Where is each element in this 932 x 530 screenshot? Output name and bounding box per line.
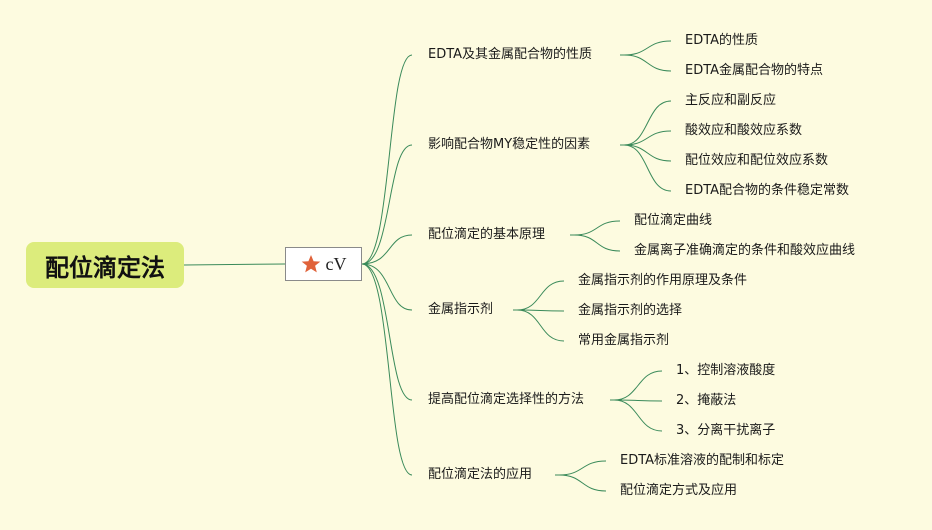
- child-connector: [623, 100, 672, 146]
- branch-node[interactable]: 提高配位滴定选择性的方法: [428, 392, 585, 407]
- branch-node[interactable]: 金属指示剂: [428, 302, 494, 317]
- child-connector: [613, 399, 663, 402]
- branch-connector: [361, 54, 413, 265]
- child-node[interactable]: 常用金属指示剂: [578, 333, 670, 348]
- root-hub-connector: [183, 263, 286, 266]
- child-connector: [516, 309, 565, 342]
- child-node[interactable]: 3、分离干扰离子: [676, 423, 776, 438]
- child-node[interactable]: 配位滴定曲线: [634, 213, 713, 228]
- child-connector: [623, 54, 672, 72]
- child-connector: [516, 280, 565, 311]
- hub-node[interactable]: cV: [285, 247, 362, 281]
- child-connector: [623, 40, 672, 56]
- child-connector: [573, 220, 621, 236]
- child-connector: [516, 309, 565, 312]
- branch-connector: [361, 144, 413, 265]
- hub-label: cV: [325, 253, 347, 274]
- child-connector: [558, 474, 607, 492]
- star-icon: [301, 255, 320, 273]
- branch-connector: [361, 234, 413, 265]
- branch-node[interactable]: 配位滴定的基本原理: [428, 227, 546, 242]
- child-node[interactable]: 酸效应和酸效应系数: [685, 123, 803, 138]
- child-node[interactable]: EDTA的性质: [685, 33, 759, 48]
- child-connector: [623, 144, 672, 192]
- child-connector: [573, 234, 621, 252]
- child-node[interactable]: 金属指示剂的选择: [578, 303, 683, 318]
- root-node[interactable]: 配位滴定法: [26, 242, 184, 288]
- child-connector: [623, 144, 672, 162]
- child-node[interactable]: 2、掩蔽法: [676, 393, 737, 408]
- branch-node[interactable]: EDTA及其金属配合物的性质: [428, 47, 593, 62]
- root-label: 配位滴定法: [45, 253, 165, 282]
- branch-connector: [361, 263, 413, 401]
- child-connector: [558, 460, 607, 476]
- child-node[interactable]: 配位滴定方式及应用: [620, 483, 738, 498]
- child-connector: [613, 399, 663, 432]
- child-connector: [613, 370, 663, 401]
- child-node[interactable]: EDTA配合物的条件稳定常数: [685, 183, 850, 198]
- child-node[interactable]: 主反应和副反应: [685, 93, 777, 108]
- child-node[interactable]: 1、控制溶液酸度: [676, 363, 776, 378]
- child-node[interactable]: EDTA金属配合物的特点: [685, 63, 824, 78]
- child-node[interactable]: EDTA标准溶液的配制和标定: [620, 453, 785, 468]
- branch-node[interactable]: 配位滴定法的应用: [428, 467, 533, 482]
- branch-connector: [361, 263, 413, 311]
- child-connector: [623, 130, 672, 146]
- child-node[interactable]: 金属离子准确滴定的条件和酸效应曲线: [634, 243, 856, 258]
- branch-node[interactable]: 影响配合物MY稳定性的因素: [428, 137, 591, 152]
- child-node[interactable]: 金属指示剂的作用原理及条件: [578, 273, 748, 288]
- child-node[interactable]: 配位效应和配位效应系数: [685, 153, 829, 168]
- branch-connector: [361, 263, 413, 476]
